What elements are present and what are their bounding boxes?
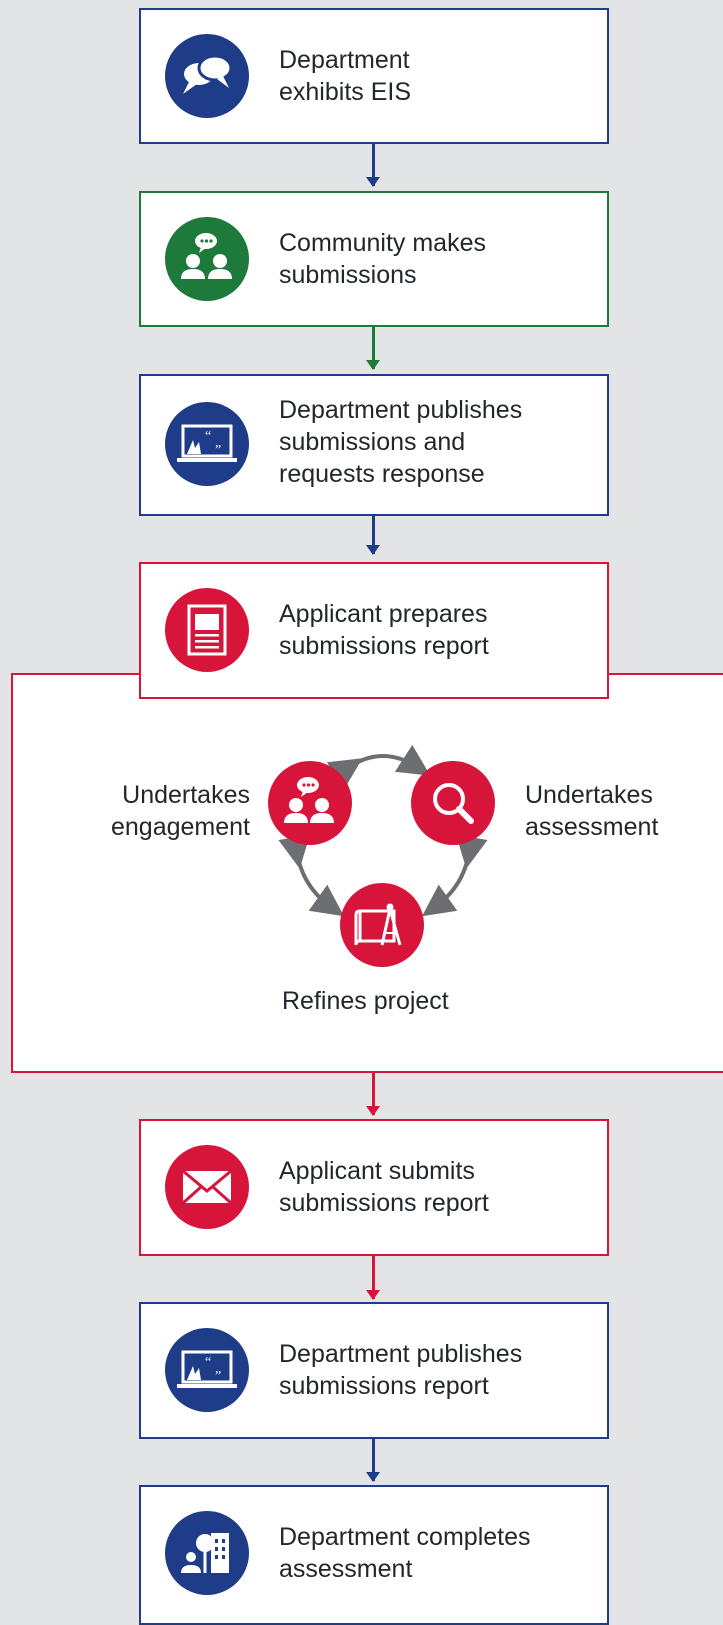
refine-label: Refines project <box>282 987 449 1015</box>
cycle-arrows <box>278 744 488 917</box>
refine-circle <box>340 883 424 967</box>
step-department-publishes-report: “ ” Department publishes submissions rep… <box>139 1302 609 1439</box>
flow-arrow <box>366 516 380 555</box>
magnifier-icon <box>433 783 474 824</box>
cycle-arrow-left <box>278 834 345 917</box>
step-label: Applicant prepares submissions report <box>279 600 489 660</box>
step-icon-circle <box>165 217 249 301</box>
assessment-circle <box>411 761 495 845</box>
cycle-arrow-top <box>326 744 431 790</box>
flow-arrow <box>366 1256 380 1300</box>
engagement-circle <box>268 761 352 845</box>
community-discussion-icon <box>181 233 232 279</box>
engagement-label: Undertakes engagement <box>110 781 250 841</box>
step-applicant-submits-report: Applicant submits submissions report <box>139 1119 609 1256</box>
step-label: Department exhibits EIS <box>279 46 412 106</box>
step-department-exhibits-eis: Department exhibits EIS <box>139 8 609 144</box>
document-icon <box>187 604 227 656</box>
step-label: Department publishes submissions and req… <box>279 396 523 488</box>
step-label: Applicant submits submissions report <box>279 1157 489 1217</box>
svg-text:“: “ <box>205 429 211 444</box>
step-icon-circle <box>165 1511 249 1595</box>
laptop-quote-icon: “ ” <box>177 424 237 462</box>
flow-arrow <box>366 128 380 187</box>
step-applicant-prepares-report: Applicant prepares submissions report <box>139 562 609 699</box>
step-department-publishes-submissions: “ ” Department publishes submissions and… <box>139 374 609 516</box>
step-icon-circle <box>165 34 249 118</box>
step-label: Community makes submissions <box>279 229 486 289</box>
step-community-makes-submissions: Community makes submissions <box>139 191 609 327</box>
flow-arrow <box>366 327 380 370</box>
step-label: Department publishes submissions report <box>279 1340 523 1400</box>
step-icon-circle: “ ” <box>165 1328 249 1412</box>
step-icon-circle: “ ” <box>165 402 249 486</box>
svg-text:”: ” <box>215 443 221 458</box>
cycle-arrow-right <box>421 834 488 917</box>
svg-text:”: ” <box>215 1369 221 1384</box>
svg-text:“: “ <box>205 1355 211 1370</box>
step-department-completes-assessment: Department completes assessment <box>139 1485 609 1625</box>
step-icon-circle <box>165 1145 249 1229</box>
flow-arrow <box>366 1439 380 1482</box>
assessment-label: Undertakes assessment <box>525 781 659 841</box>
speech-bubbles-icon <box>183 54 233 94</box>
city-assessment-icon <box>181 1533 229 1573</box>
step-icon-circle <box>165 588 249 672</box>
iteration-panel: Undertakes engagement Undertakes assessm… <box>11 673 723 1073</box>
community-discussion-icon <box>284 777 334 823</box>
laptop-quote-icon: “ ” <box>177 1350 237 1388</box>
step-label: Department completes assessment <box>279 1523 531 1583</box>
flow-arrow <box>366 1073 380 1116</box>
envelope-icon <box>182 1169 232 1205</box>
blueprint-compass-icon <box>354 903 402 946</box>
